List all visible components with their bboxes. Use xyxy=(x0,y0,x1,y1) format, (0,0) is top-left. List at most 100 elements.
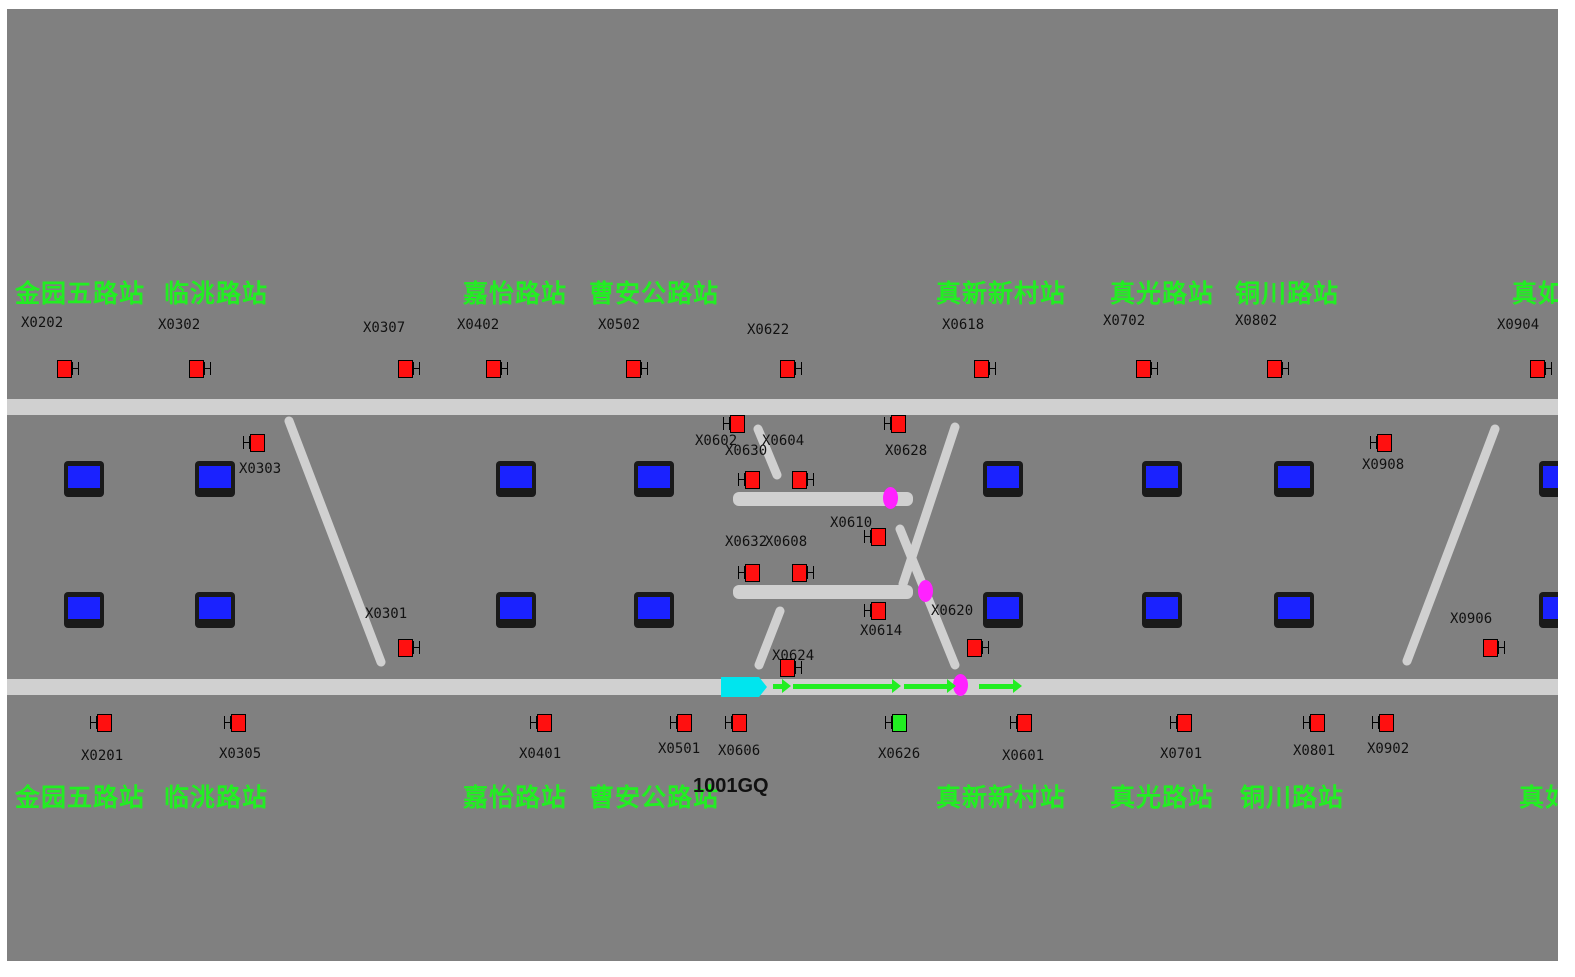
signal-lamp xyxy=(871,602,886,620)
platform-jiayi-down[interactable] xyxy=(496,592,536,628)
signal-lamp xyxy=(398,360,413,378)
signal-X0604-upper[interactable] xyxy=(792,471,814,489)
station-label-bottom-5: 真新新村站 xyxy=(936,783,1067,812)
track-switches xyxy=(284,416,1500,670)
signal-X0618[interactable] xyxy=(974,360,996,378)
switch-point-main[interactable] xyxy=(953,674,968,696)
platform-zhenguang-up[interactable] xyxy=(1142,461,1182,497)
signal-mast-icon xyxy=(1370,436,1377,449)
signal-X0501[interactable] xyxy=(670,714,692,732)
signal-lamp xyxy=(537,714,552,732)
signal-X0620[interactable] xyxy=(967,639,989,657)
signal-X0802[interactable] xyxy=(1267,360,1289,378)
signal-label-X0302: X0302 xyxy=(158,317,201,333)
signal-X0402[interactable] xyxy=(486,360,508,378)
signal-mast-icon xyxy=(807,566,814,579)
platform-tongchuan-up[interactable] xyxy=(1274,461,1314,497)
signal-X0632[interactable] xyxy=(738,564,760,582)
platform-zhenxin-down[interactable] xyxy=(983,592,1023,628)
station-label-top-3: 嘉怡路站 xyxy=(463,279,568,308)
signal-mast-icon xyxy=(1303,716,1310,729)
station-label-top-7: 铜川路站 xyxy=(1235,279,1340,308)
signal-X0601[interactable] xyxy=(1010,714,1032,732)
signal-lamp xyxy=(792,471,807,489)
signal-label-X0303: X0303 xyxy=(239,461,282,477)
signal-lamp xyxy=(967,639,982,657)
signal-X0626[interactable] xyxy=(885,714,907,732)
platform-jiayi-up[interactable] xyxy=(496,461,536,497)
signal-X0302[interactable] xyxy=(189,360,211,378)
signal-mast-icon xyxy=(413,362,420,375)
signal-lamp xyxy=(97,714,112,732)
signal-X0801[interactable] xyxy=(1303,714,1325,732)
signal-lamp xyxy=(1377,434,1392,452)
signal-X0201[interactable] xyxy=(90,714,112,732)
signal-X0401[interactable] xyxy=(530,714,552,732)
station-label-top-8: 真如 xyxy=(1512,279,1558,308)
signal-lamp xyxy=(792,564,807,582)
signal-mast-icon xyxy=(243,436,250,449)
signal-label-X0307: X0307 xyxy=(363,320,406,336)
signal-X0701[interactable] xyxy=(1170,714,1192,732)
route-arrow-4 xyxy=(979,679,1022,693)
station-label-bottom-7: 铜川路站 xyxy=(1240,783,1345,812)
signal-lamp xyxy=(1136,360,1151,378)
platform-zhenguang-down[interactable] xyxy=(1142,592,1182,628)
signal-X0908[interactable] xyxy=(1370,434,1392,452)
signal-lamp xyxy=(189,360,204,378)
platform-zhenru-down[interactable] xyxy=(1539,592,1558,628)
signal-X0702[interactable] xyxy=(1136,360,1158,378)
signal-label-X0301: X0301 xyxy=(365,606,408,622)
crossover-0630 xyxy=(753,424,782,480)
signal-label-X0906: X0906 xyxy=(1450,611,1493,627)
signal-X0622[interactable] xyxy=(780,360,802,378)
signal-X0602[interactable] xyxy=(723,415,745,433)
signal-mast-icon xyxy=(738,566,745,579)
platform-lintao-down[interactable] xyxy=(195,592,235,628)
signal-label-X0632: X0632 xyxy=(725,534,768,550)
platform-jinyuan-down[interactable] xyxy=(64,592,104,628)
signal-X0502[interactable] xyxy=(626,360,648,378)
platform-zhenxin-up[interactable] xyxy=(983,461,1023,497)
signal-X0630-upper[interactable] xyxy=(738,471,760,489)
signal-X0904[interactable] xyxy=(1530,360,1552,378)
signal-lamp xyxy=(250,434,265,452)
signal-X0202[interactable] xyxy=(57,360,79,378)
upper-main-track[interactable] xyxy=(7,399,1558,415)
train-icon[interactable] xyxy=(721,676,771,698)
signal-label-X0201: X0201 xyxy=(81,748,124,764)
signal-mast-icon xyxy=(864,530,871,543)
platform-caoan-down[interactable] xyxy=(634,592,674,628)
signal-lamp xyxy=(745,564,760,582)
signal-mast-icon xyxy=(738,473,745,486)
platform-zhenru-up[interactable] xyxy=(1539,461,1558,497)
platform-caoan-up[interactable] xyxy=(634,461,674,497)
signal-X0303[interactable] xyxy=(243,434,265,452)
signal-X0906[interactable] xyxy=(1483,639,1505,657)
signal-X0628[interactable] xyxy=(884,415,906,433)
signal-X0610[interactable] xyxy=(864,528,886,546)
signal-mast-icon xyxy=(1170,716,1177,729)
signal-X0307[interactable] xyxy=(398,360,420,378)
switch-point-upper[interactable] xyxy=(883,487,898,509)
signal-X0305[interactable] xyxy=(224,714,246,732)
signal-label-X0701: X0701 xyxy=(1160,746,1203,762)
platform-jinyuan-up[interactable] xyxy=(64,461,104,497)
signal-lamp xyxy=(891,415,906,433)
signal-X0624[interactable] xyxy=(780,659,802,677)
signal-X0606[interactable] xyxy=(725,714,747,732)
station-label-bottom-1: 金园五路站 xyxy=(15,783,146,812)
signal-mast-icon xyxy=(1151,362,1158,375)
platform-lintao-up[interactable] xyxy=(195,461,235,497)
signal-X0608[interactable] xyxy=(792,564,814,582)
platform-tongchuan-down[interactable] xyxy=(1274,592,1314,628)
switch-point-lower[interactable] xyxy=(918,580,933,602)
train-id-label[interactable]: 1001GQ xyxy=(693,775,769,797)
signal-label-X0620: X0620 xyxy=(931,603,974,619)
signal-label-X0618: X0618 xyxy=(942,317,985,333)
signal-X0614[interactable] xyxy=(864,602,886,620)
signal-X0301[interactable] xyxy=(398,639,420,657)
signal-X0902[interactable] xyxy=(1372,714,1394,732)
signal-mast-icon xyxy=(723,417,730,430)
signal-lamp xyxy=(892,714,907,732)
